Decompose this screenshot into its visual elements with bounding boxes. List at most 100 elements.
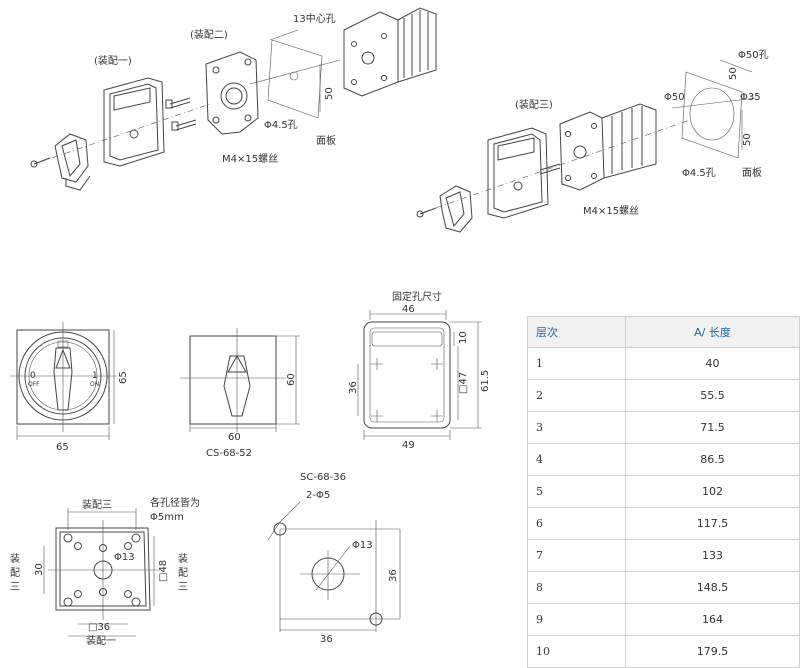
sc-holes-label: 2-Φ5 [306,490,330,501]
table-header-row: 层次 A/ 长度 [527,316,800,348]
row-length: 133 [625,539,800,572]
dim50-label-c: 50 [742,133,753,146]
assembly3-right-dim: □48 [158,560,169,582]
row-length: 148.5 [625,571,800,604]
exploded-view-right: (装配三) M4×15螺丝 [416,49,769,233]
side-right-1: 配 [178,567,188,579]
row-layer: 10 [527,635,626,668]
phi50-label: Φ50 [664,92,685,103]
cs-height-dim: 60 [286,373,297,386]
side-right-2: 三 [178,582,188,593]
panel-label-b: 面板 [742,166,762,179]
hole45-label-b: Φ4.5孔 [682,167,716,179]
row-length: 102 [625,475,800,508]
exploded-view-left: (装配一) (装配二) 13中心孔 Φ4.5孔 [30,7,437,191]
header-length: A/ 长度 [625,316,800,348]
screw-label-a: M4×15螺丝 [222,153,278,165]
row-length: 86.5 [625,443,800,476]
row-layer: 9 [527,603,626,636]
fix-right-big: 61.5 [480,370,491,392]
dim50-label-a: 50 [324,87,335,100]
panel-label-a: 面板 [316,134,336,147]
fix-right-small: 10 [458,331,469,344]
m4-screws [165,97,197,131]
front-zero: 0 [30,371,36,381]
fix-hole-title: 固定孔尺寸 [392,290,442,303]
assembly1-label: (装配一) [94,54,132,67]
cs-model-label: CS-68-52 [206,448,252,459]
sc-model-label: SC-68-36 [300,472,346,483]
panel-right [671,59,757,159]
front-view-65: 0 1 OFF ON 65 65 [10,322,129,453]
front-width-dim: 65 [56,442,69,453]
assembly3-bottom-dim: □36 [88,622,110,633]
cs-width-dim: 60 [228,432,241,443]
phi35-label: Φ35 [740,92,761,103]
side-left-2: 三 [10,582,20,593]
assembly3-title: 装配三 [82,498,112,511]
assembly3-note1: 各孔径皆为 [150,496,200,509]
header-layer: 层次 [527,316,626,348]
cs-view-60: 60 60 CS-68-52 [180,328,300,459]
side-left-1: 配 [10,567,20,579]
row-layer: 3 [527,411,626,444]
row-layer: 8 [527,571,626,604]
center-hole-label: 13中心孔 [293,12,336,25]
row-layer: 7 [527,539,626,572]
assembly3-bottom-label: 装配一 [86,634,116,646]
front-height-dim: 65 [118,371,129,384]
sc-right-dim: 36 [388,569,399,582]
knob-left [54,133,91,191]
faceplate-right [487,127,549,219]
sc-bottom-dim: 36 [320,634,333,645]
assembly3-left-dim: 30 [34,563,45,576]
panel-left [249,29,341,119]
row-length: 71.5 [625,411,800,444]
side-left-0: 装 [10,552,20,565]
switch-body-right [559,103,657,191]
row-layer: 4 [527,443,626,476]
fix-bottom-dim: 49 [402,440,415,451]
fix-right-mid: □47 [458,372,469,394]
front-one: 1 [92,371,98,381]
row-length: 55.5 [625,379,800,412]
switch-body-left [343,7,437,97]
front-off: OFF [28,381,40,388]
screw-label-b: M4×15螺丝 [583,205,639,217]
axis-line-right [423,119,691,213]
row-length: 179.5 [625,635,800,668]
row-layer: 5 [527,475,626,508]
fix-left-dim: 36 [348,381,359,394]
fix-top-dim: 46 [402,304,415,315]
screw-left [30,157,51,168]
assembly2-label: (装配二) [190,28,228,41]
hole45-label-a: Φ4.5孔 [264,119,298,131]
faceplate-left [103,77,165,167]
assembly3-label: (装配三) [515,98,553,111]
row-layer: 6 [527,507,626,540]
row-length: 117.5 [625,507,800,540]
row-length: 164 [625,603,800,636]
side-right-0: 装 [178,552,188,565]
m4-screw-right [539,163,561,175]
phi50-hole-label: Φ50孔 [738,49,769,61]
screw-right [416,207,437,218]
assembly3-note2: Φ5mm [150,512,184,523]
technical-drawing: (装配一) (装配二) 13中心孔 Φ4.5孔 [10,7,769,646]
row-layer: 2 [527,379,626,412]
row-layer: 1 [527,347,626,380]
axis-line [39,103,211,163]
sc-phi13: Φ13 [352,540,373,551]
assembly3-drawing: 装配三 各孔径皆为 Φ5mm Φ13 30 □48 □36 装配一 装 配 三 … [10,496,200,646]
